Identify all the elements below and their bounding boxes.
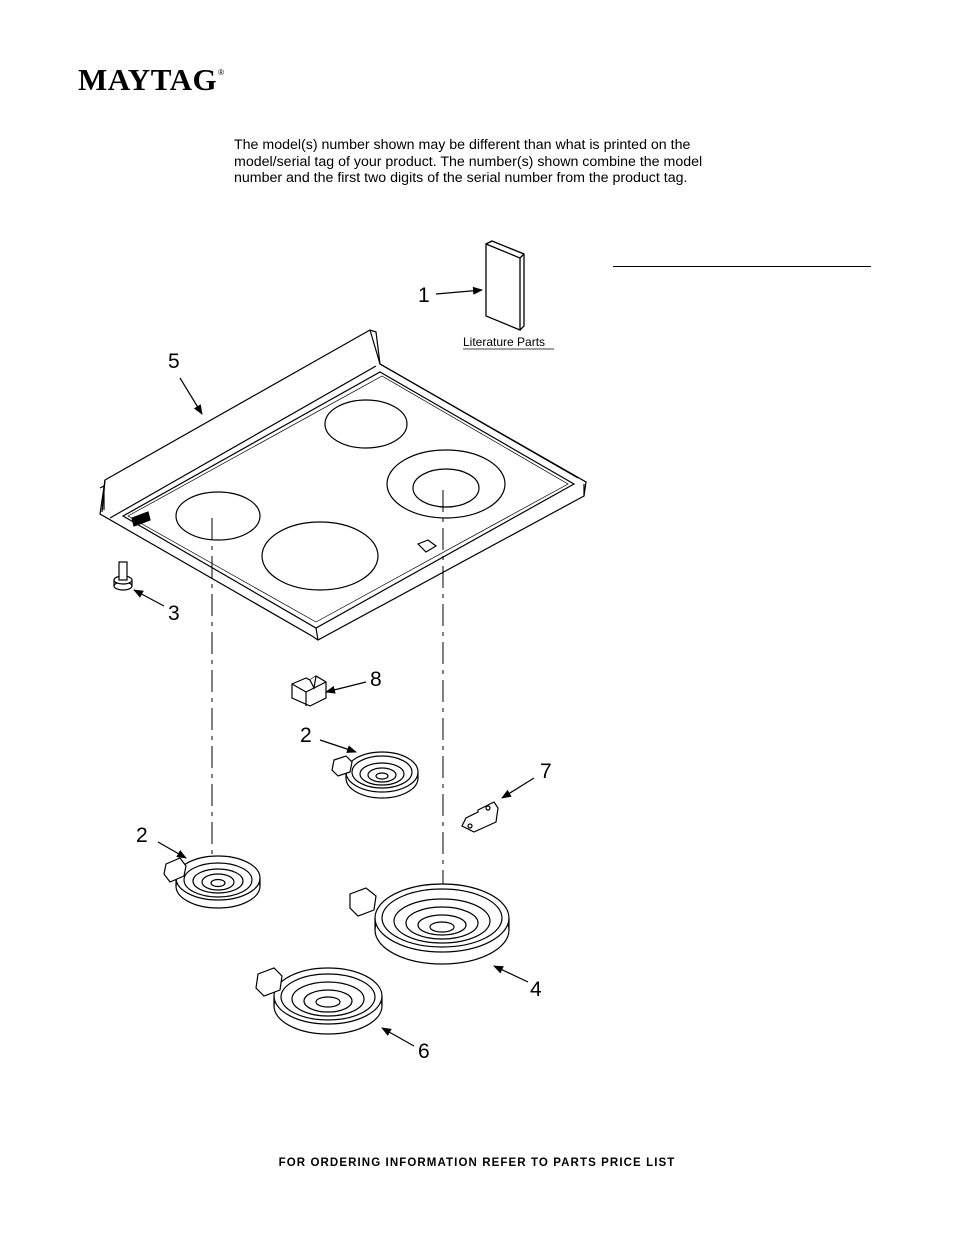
brand-name: MAYTAG <box>78 62 218 97</box>
callout-number: 6 <box>418 1040 430 1063</box>
element-medium <box>255 967 383 1035</box>
disclaimer-line: model/serial tag of your product. The nu… <box>234 153 703 170</box>
part-3-stud <box>113 561 133 591</box>
element-large <box>349 883 510 965</box>
callout-arrows <box>133 286 535 1047</box>
disclaimer-line: The model(s) number shown may be differe… <box>234 137 691 153</box>
maytag-logo: MAYTAG® <box>78 62 224 98</box>
callout-number: 2 <box>300 724 312 747</box>
cooktop-main-top <box>99 329 587 641</box>
callout-number: 3 <box>168 602 180 625</box>
callout-number: 5 <box>168 350 180 373</box>
element-small-lower <box>163 855 261 909</box>
registered-mark: ® <box>218 68 225 77</box>
callout-number: 4 <box>530 978 542 1001</box>
callout-number: 7 <box>540 760 552 783</box>
callout-number: 2 <box>136 824 148 847</box>
part-7-bracket <box>461 801 499 833</box>
burner-ring-right-front-outer <box>386 449 506 519</box>
burner-ring-right-front-inner <box>412 468 480 508</box>
header-rule <box>613 266 871 267</box>
disclaimer-line: number and the first two digits of the s… <box>234 170 688 186</box>
ordering-info-footer: FOR ORDERING INFORMATION REFER TO PARTS … <box>278 1157 676 1169</box>
burner-ring-right-rear <box>324 399 408 449</box>
model-number-disclaimer: The model(s) number shown may be differe… <box>234 137 754 187</box>
element-small-upper <box>331 751 419 799</box>
burner-ring-left-rear <box>175 491 261 541</box>
callout-number: 8 <box>370 668 382 691</box>
callout-number: 1 <box>418 284 430 307</box>
literature-parts-label: Literature Parts <box>463 335 545 349</box>
literature-parts-book <box>485 240 525 331</box>
burner-ring-left-front <box>261 521 379 591</box>
part-8-block <box>291 675 327 707</box>
